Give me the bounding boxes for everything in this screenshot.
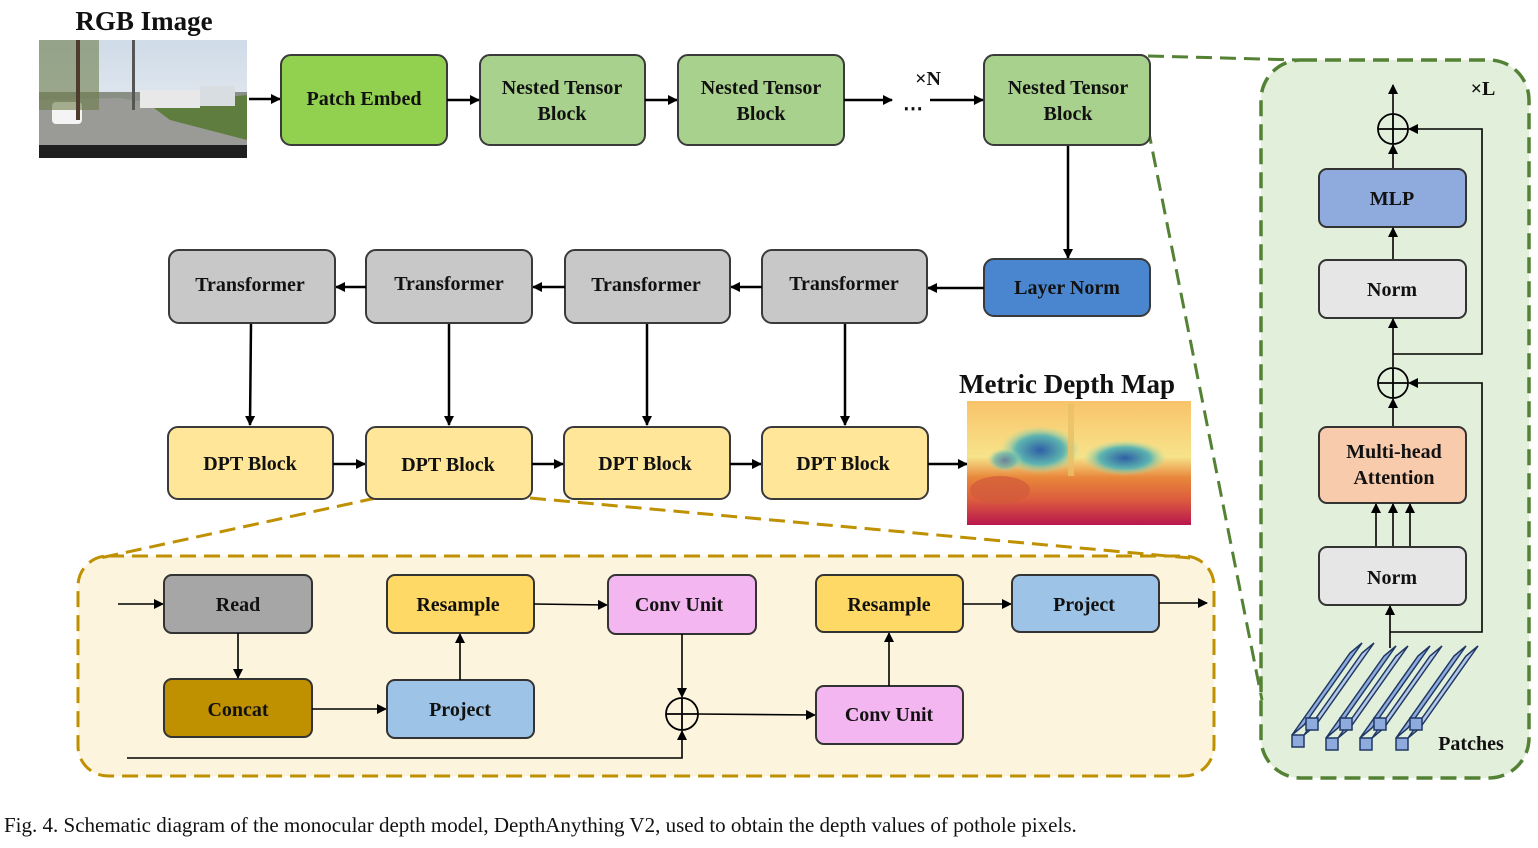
- add-icon-middle: [1377, 367, 1409, 399]
- times-l-label: ×L: [1471, 78, 1496, 100]
- rgb-image: [39, 40, 247, 158]
- ellipsis-dots: ⋯: [903, 98, 923, 120]
- dpt-zoom-line-right: [529, 496, 1191, 560]
- dpt-block-4-label: DPT Block: [796, 453, 890, 475]
- transformer-4-label: Transformer: [789, 273, 899, 295]
- dpt-block-1-label: DPT Block: [203, 453, 297, 475]
- nested-tensor-block-1-label-line2: Block: [538, 103, 588, 125]
- norm-2-label: Norm: [1367, 279, 1417, 301]
- patches-label: Patches: [1438, 733, 1504, 755]
- block-detail-panel: [1259, 58, 1531, 780]
- resample-1-label: Resample: [416, 594, 499, 616]
- nested-tensor-block-1-label-line1: Nested Tensor: [502, 77, 623, 99]
- block-zoom-line-top: [1147, 54, 1301, 62]
- figure-caption: Fig. 4. Schematic diagram of the monocul…: [4, 813, 1077, 837]
- rgb-image-title: RGB Image: [75, 6, 212, 36]
- read-label: Read: [216, 594, 260, 616]
- transformer-box-1: [168, 249, 336, 324]
- layer-norm-label: Layer Norm: [1014, 277, 1120, 299]
- dpt-block-2-label: DPT Block: [401, 454, 495, 476]
- depth-model-diagram: RGB Image Patch Embed Nested Tensor Bloc…: [39, 6, 1531, 780]
- nested-tensor-block-2: [677, 54, 845, 146]
- conv-unit-1-label: Conv Unit: [635, 594, 724, 616]
- nested-tensor-block-3-label-line1: Nested Tensor: [1008, 77, 1129, 99]
- depth-map-title: Metric Depth Map: [959, 369, 1175, 399]
- concat-label: Concat: [207, 699, 268, 721]
- arrow-resample-to-conv1: [533, 599, 608, 610]
- depth-map-image: [967, 401, 1191, 525]
- transformer-2-label: Transformer: [394, 273, 504, 295]
- dpt-zoom-line-left: [99, 496, 377, 560]
- attention-label-line1: Multi-head: [1346, 441, 1442, 463]
- add-icon-top: [1377, 113, 1409, 145]
- project-2-label: Project: [1053, 594, 1115, 616]
- attention-label-line2: Attention: [1353, 467, 1434, 489]
- add-icon-dpt: [665, 697, 699, 731]
- times-n-label: ×N: [915, 68, 941, 90]
- residual-line-top: [1393, 124, 1483, 355]
- patches-icon: [1291, 642, 1479, 751]
- nested-tensor-block-2-label-line1: Nested Tensor: [701, 77, 822, 99]
- concat-box: [163, 678, 313, 738]
- transformer-3-label: Transformer: [591, 274, 701, 296]
- nested-tensor-block-3-label-line2: Block: [1044, 103, 1094, 125]
- block-zoom-line-bottom: [1146, 127, 1264, 701]
- patch-embed-label: Patch Embed: [307, 88, 422, 110]
- resample-2-label: Resample: [847, 594, 930, 616]
- nested-tensor-block-2-label-line2: Block: [737, 103, 787, 125]
- project-1-label: Project: [429, 699, 491, 721]
- arrow-transformer1-to-dpt1: [245, 323, 256, 426]
- conv-unit-2-label: Conv Unit: [845, 704, 934, 726]
- residual-line-bottom: [1390, 378, 1483, 633]
- nested-tensor-block-3: [983, 54, 1151, 146]
- arrow-add-to-conv2: [697, 709, 816, 720]
- multi-head-attention-box: [1318, 426, 1467, 504]
- skip-connection-line: [127, 730, 687, 759]
- nested-tensor-block-1: [479, 54, 646, 146]
- dpt-block-3-label: DPT Block: [598, 453, 692, 475]
- transformer-1-label: Transformer: [195, 274, 305, 296]
- mlp-label: MLP: [1370, 188, 1414, 210]
- norm-1-label: Norm: [1367, 567, 1417, 589]
